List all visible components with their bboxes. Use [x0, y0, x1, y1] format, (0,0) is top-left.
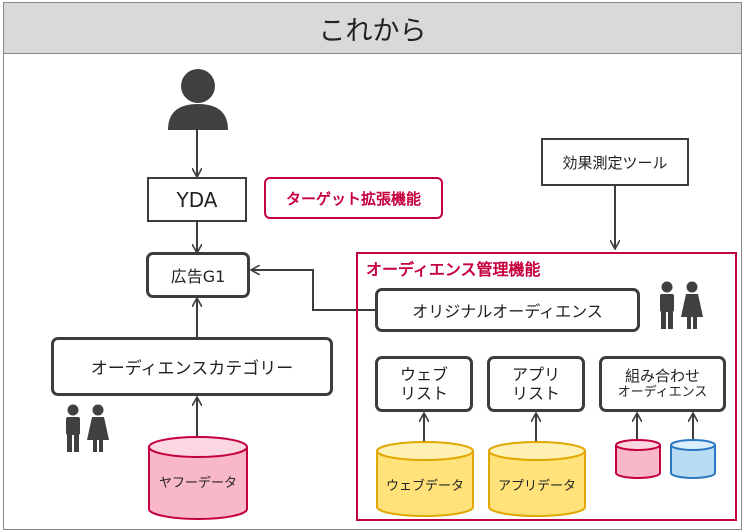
- people-icon: [66, 404, 109, 452]
- combined-audience-line1: 組み合わせ: [624, 367, 700, 386]
- target-expand-box: ターゲット拡張機能: [264, 177, 443, 219]
- app-data-cylinder: [488, 441, 586, 517]
- web-data-cylinder: [376, 441, 474, 517]
- combined-audience-line2: オーディエンス: [617, 385, 708, 401]
- app-list-box: アプリ リスト: [487, 356, 585, 412]
- pink-audience-cylinder: [615, 439, 661, 479]
- original-audience-box: オリジナルオーディエンス: [375, 288, 640, 332]
- ad-group-box: 広告G1: [146, 252, 250, 298]
- app-data-label: アプリデータ: [497, 479, 576, 494]
- web-data-label: ウェブデータ: [385, 479, 464, 494]
- combined-audience-box: 組み合わせ オーディエンス: [599, 356, 726, 412]
- people-icon: [660, 281, 703, 329]
- web-list-box: ウェブ リスト: [375, 356, 473, 412]
- user-icon: [168, 69, 228, 130]
- blue-audience-cylinder: [670, 439, 716, 479]
- yahoo-data-cylinder: [148, 436, 248, 520]
- audience-mgmt-frame: [356, 252, 737, 521]
- yahoo-data-label: ヤフーデータ: [158, 476, 237, 491]
- audience-mgmt-title: オーディエンス管理機能: [366, 260, 541, 279]
- arrow-original-to-ad: [252, 270, 376, 311]
- effect-tool-box: 効果測定ツール: [541, 138, 689, 186]
- audience-category-box: オーディエンスカテゴリー: [51, 337, 333, 396]
- yda-box: YDA: [147, 177, 247, 222]
- header-title: これから: [3, 2, 742, 54]
